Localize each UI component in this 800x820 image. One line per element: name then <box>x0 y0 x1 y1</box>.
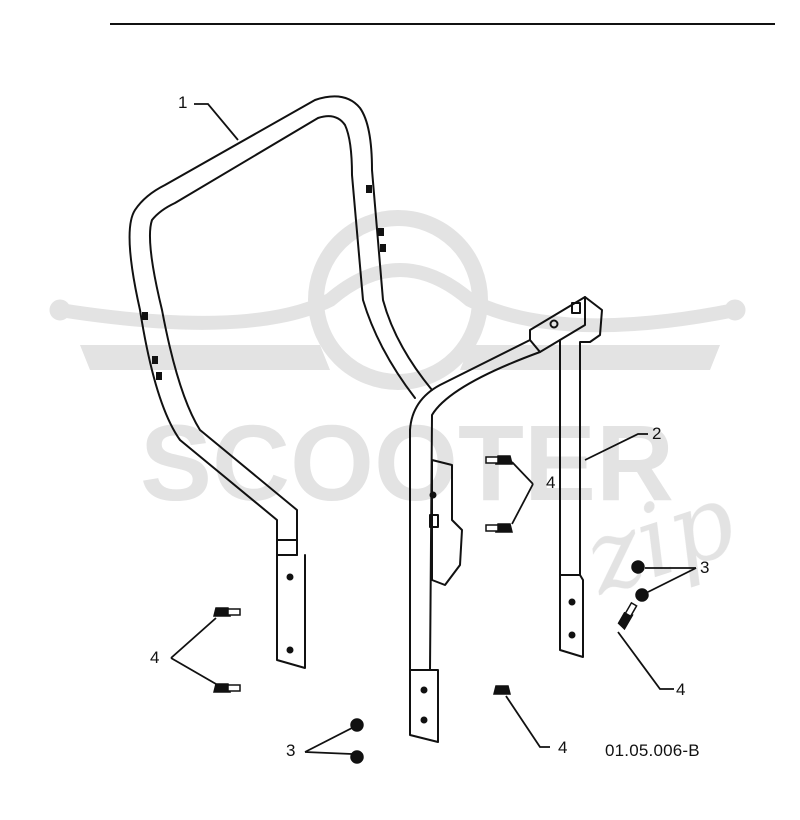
hardware <box>213 455 649 764</box>
callout-4-right-upper: 4 <box>546 473 556 492</box>
part-2-bar-right <box>409 296 603 743</box>
bolt-icon <box>493 685 511 695</box>
watermark-brand: SCOOTER <box>140 402 674 523</box>
part-1-bar-left <box>128 95 433 669</box>
bolt-icon <box>213 683 241 693</box>
callout-4-left: 4 <box>150 648 160 667</box>
nut-icon <box>350 718 364 732</box>
callout-3-left: 3 <box>286 741 296 760</box>
nut-icon <box>635 588 649 602</box>
nut-icon <box>631 560 645 574</box>
nut-icon <box>350 750 364 764</box>
callout-4-center: 4 <box>558 738 568 757</box>
callout-3-right: 3 <box>700 558 710 577</box>
callout-2: 2 <box>652 424 662 443</box>
bolt-icon <box>485 455 513 465</box>
bolt-icon <box>617 601 638 631</box>
callout-1: 1 <box>178 93 188 112</box>
bolt-icon <box>485 523 513 533</box>
bolt-icon <box>213 607 241 617</box>
watermark-logo: SCOOTER zip <box>49 210 749 618</box>
leader-lines <box>170 103 697 755</box>
drawing-code: 01.05.006-B <box>605 741 700 760</box>
callout-4-right-lower: 4 <box>676 680 686 699</box>
